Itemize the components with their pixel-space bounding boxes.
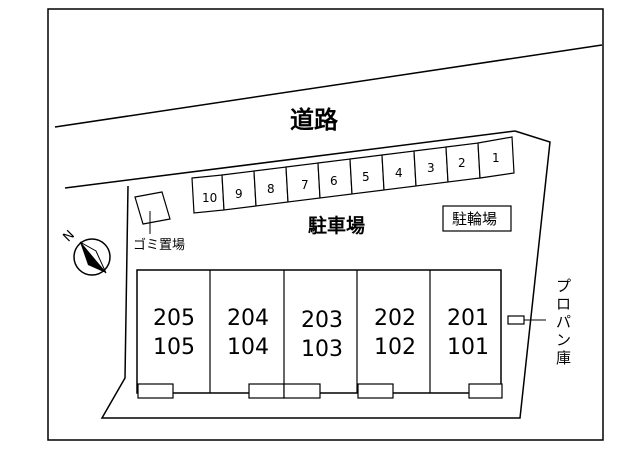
svg-text:102: 102 <box>374 335 416 360</box>
svg-text:201: 201 <box>447 306 489 331</box>
parking-label: 駐車場 <box>308 214 365 237</box>
svg-text:205: 205 <box>153 306 195 331</box>
map-frame <box>47 8 604 441</box>
svg-text:庫: 庫 <box>556 349 571 367</box>
north-label: N <box>61 228 78 245</box>
north-arrow-icon: N <box>61 228 111 276</box>
parking-spot-8: 8 <box>253 166 289 207</box>
svg-text:101: 101 <box>447 335 489 360</box>
svg-text:6: 6 <box>330 174 338 188</box>
parking-spot-9: 9 <box>221 170 257 211</box>
bicycle-parking-label: 駐輪場 <box>452 210 497 228</box>
propane-storage-label: プ ロ パ ン 庫 <box>556 277 571 367</box>
entrance <box>248 383 285 399</box>
entrance <box>357 383 394 399</box>
parking-area: 10 9 8 7 6 5 4 3 <box>191 136 515 214</box>
propane-storage-box <box>507 315 525 325</box>
unit-201-101: 201 101 <box>447 306 489 360</box>
road-label: 道路 <box>290 106 339 134</box>
parking-spot-10: 10 <box>191 174 225 214</box>
unit-202-102: 202 102 <box>374 306 416 360</box>
svg-text:7: 7 <box>301 178 309 192</box>
building <box>136 269 502 394</box>
unit-204-104: 204 104 <box>227 306 269 360</box>
svg-text:104: 104 <box>227 335 269 360</box>
road-edge-top <box>54 44 603 128</box>
svg-text:2: 2 <box>458 156 466 170</box>
svg-text:3: 3 <box>427 161 435 175</box>
entrance <box>137 383 174 399</box>
garbage-area-label: ゴミ置場 <box>133 237 185 253</box>
svg-text:8: 8 <box>267 182 275 196</box>
unit-203-103: 203 103 <box>301 308 343 362</box>
svg-text:1: 1 <box>492 151 500 165</box>
property-boundary <box>100 130 551 419</box>
svg-text:204: 204 <box>227 306 269 331</box>
parking-spot-1: 1 <box>477 136 515 179</box>
svg-text:9: 9 <box>235 187 243 201</box>
svg-text:ン: ン <box>556 331 571 349</box>
parking-spot-6: 6 <box>317 158 353 199</box>
svg-text:4: 4 <box>395 166 403 180</box>
entrance <box>468 383 503 399</box>
svg-text:105: 105 <box>153 335 195 360</box>
svg-text:ロ: ロ <box>556 295 571 313</box>
svg-text:103: 103 <box>301 337 343 362</box>
svg-text:プ: プ <box>556 277 571 295</box>
bicycle-parking-box <box>442 205 512 232</box>
parking-spot-5: 5 <box>349 154 385 195</box>
entrance <box>283 383 321 399</box>
parking-spot-7: 7 <box>285 162 321 203</box>
svg-text:203: 203 <box>301 308 343 333</box>
parking-spot-3: 3 <box>413 146 449 187</box>
garbage-area-box <box>134 191 171 225</box>
road-edge-bottom <box>64 130 516 189</box>
parking-spot-2: 2 <box>445 142 481 183</box>
svg-text:5: 5 <box>362 170 370 184</box>
svg-text:パ: パ <box>556 313 571 331</box>
svg-text:202: 202 <box>374 306 416 331</box>
svg-text:10: 10 <box>202 191 217 205</box>
parking-spot-4: 4 <box>381 150 417 191</box>
unit-205-105: 205 105 <box>153 306 195 360</box>
